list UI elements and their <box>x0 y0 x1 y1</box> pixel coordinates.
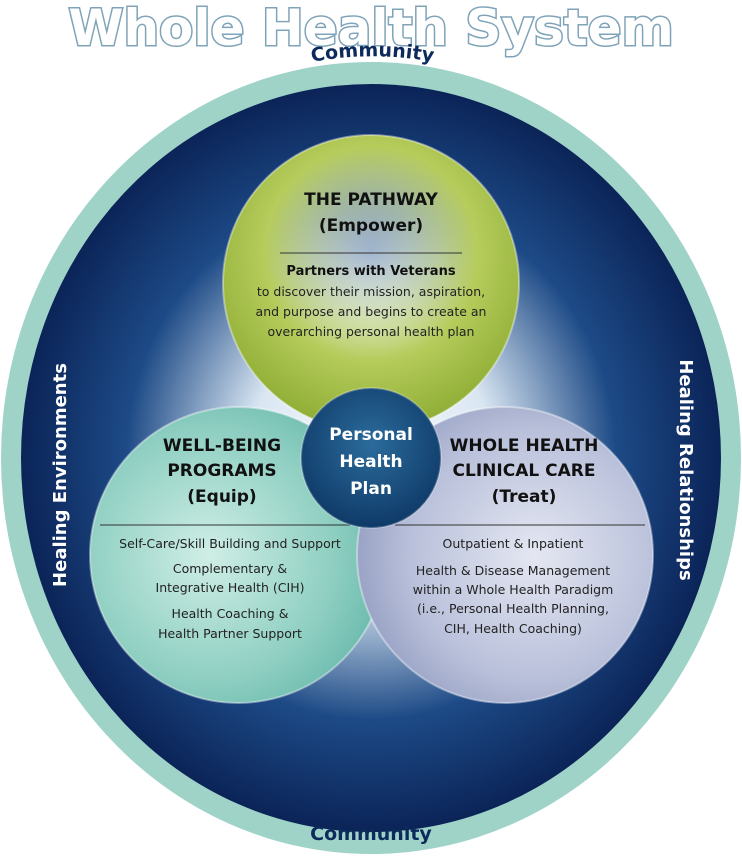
clinical-item: Health & Disease Management <box>416 563 610 578</box>
clinical-item: (i.e., Personal Health Planning, <box>417 601 609 616</box>
pathway-lead: Partners with Veterans <box>286 264 455 279</box>
clinical-title: WHOLE HEALTH <box>450 436 599 456</box>
center-label: Health <box>339 452 402 472</box>
clinical-subtitle: (Treat) <box>492 487 557 507</box>
wellbeing-item: Self-Care/Skill Building and Support <box>119 536 341 551</box>
pathway-subtitle: (Empower) <box>319 216 423 236</box>
wellbeing-subtitle: (Equip) <box>187 487 256 507</box>
pathway-circle <box>222 134 520 432</box>
pathway-title: THE PATHWAY <box>304 190 438 210</box>
pathway-line: and purpose and begins to create an <box>256 304 487 319</box>
wellbeing-item: Complementary & <box>173 561 288 576</box>
center-circle <box>300 387 442 529</box>
ring-label-right: Healing Relationships <box>675 359 696 580</box>
center-label: Personal <box>329 425 413 445</box>
pathway-line: to discover their mission, aspiration, <box>257 284 485 299</box>
wellbeing-item: Health Partner Support <box>158 626 302 641</box>
wellbeing-item: Integrative Health (CIH) <box>156 580 305 595</box>
clinical-item: CIH, Health Coaching) <box>444 621 582 636</box>
pathway-line: overarching personal health plan <box>268 324 475 339</box>
center-label: Plan <box>350 479 392 499</box>
wellbeing-item: Health Coaching & <box>172 606 289 621</box>
clinical-title: CLINICAL CARE <box>453 461 596 481</box>
wellbeing-title: PROGRAMS <box>167 461 276 481</box>
clinical-item: within a Whole Health Paradigm <box>413 582 614 597</box>
clinical-item: Outpatient & Inpatient <box>443 536 584 551</box>
page-title: Whole Health System <box>68 0 673 57</box>
wellbeing-title: WELL-BEING <box>163 436 281 456</box>
ring-label-left: Healing Environments <box>50 363 71 587</box>
ring-label-bottom: Community <box>310 823 432 845</box>
